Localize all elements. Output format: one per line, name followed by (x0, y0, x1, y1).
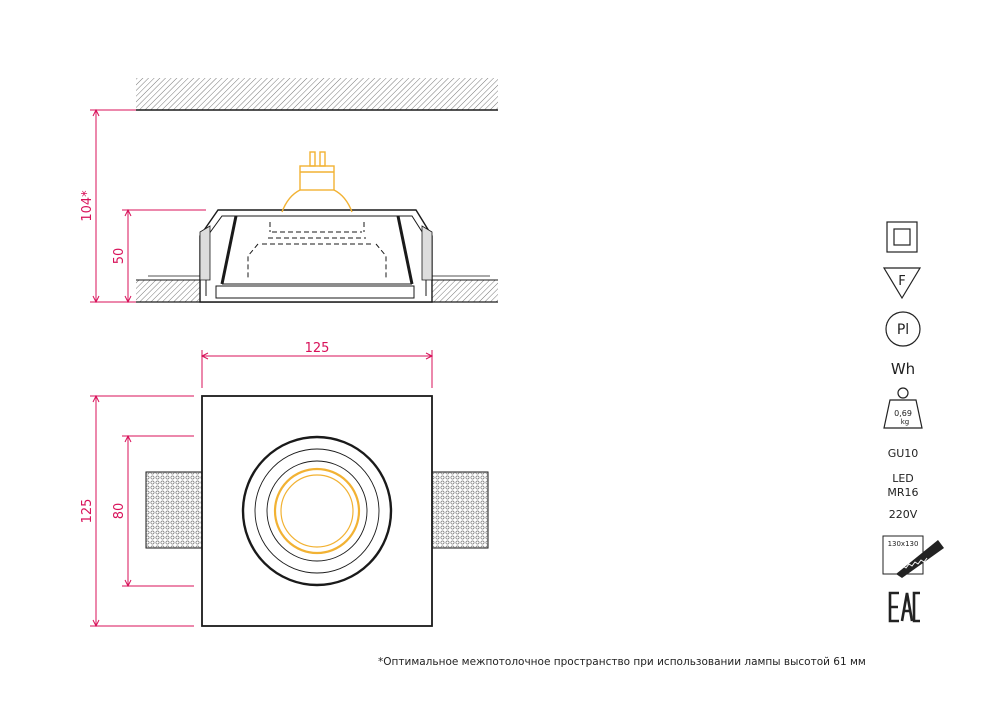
spec-column: F Pl Wh 0,69 kg GU10 LED MR16 220V 130x1… (882, 221, 944, 623)
gu10-lamp (281, 151, 353, 213)
square-frame-icon (886, 221, 918, 253)
svg-text:kg: kg (901, 418, 910, 426)
svg-text:F: F (898, 274, 905, 289)
left-clip (145, 471, 203, 549)
fixture-body (199, 209, 433, 303)
eac-mark-icon (888, 591, 920, 623)
f-mark-icon: F (882, 267, 922, 300)
lamp-hidden-lines (247, 222, 387, 280)
square-frame (201, 395, 433, 627)
middle-ring (254, 448, 380, 574)
right-clip (431, 471, 489, 549)
material-icon: Pl (885, 311, 921, 347)
lamp-rim-inner (280, 474, 354, 548)
front-dimensions (90, 350, 434, 628)
color-code: Wh (891, 360, 915, 378)
footnote: *Оптимальное межпотолочное пространство … (378, 656, 866, 668)
svg-text:0,69: 0,69 (894, 409, 912, 418)
dim-width-top: 125 (305, 341, 330, 356)
side-view: 104* 50 (80, 78, 498, 304)
outer-ring (241, 435, 393, 587)
inner-ring (266, 460, 368, 562)
svg-text:130x130: 130x130 (888, 540, 919, 548)
dim-body-height: 50 (112, 248, 127, 265)
voltage: 220V (889, 508, 918, 521)
dim-total-height: 104* (80, 190, 95, 222)
weight-icon: 0,69 kg (883, 387, 923, 429)
lamp-rim-outer (273, 467, 361, 555)
front-view: 125 125 80 (80, 341, 489, 628)
dim-height-front: 125 (80, 499, 95, 524)
lamp-type-line2: MR16 (887, 486, 918, 499)
svg-text:Pl: Pl (897, 322, 909, 338)
socket-type: GU10 (888, 447, 919, 460)
side-dimensions (90, 108, 206, 304)
cutout-saw-icon: 130x130 (882, 535, 944, 578)
dim-inner-height: 80 (112, 503, 127, 520)
lamp-type-line1: LED (892, 472, 914, 485)
false-ceiling-right (432, 280, 498, 302)
false-ceiling-left (136, 280, 200, 302)
upper-slab (136, 78, 498, 110)
